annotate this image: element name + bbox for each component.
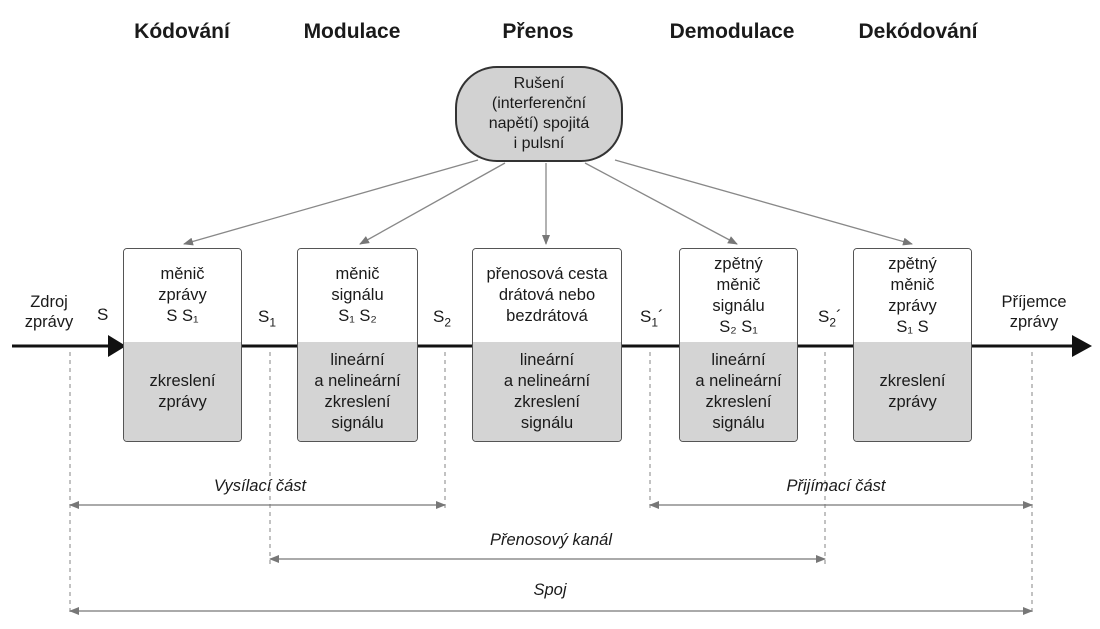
signal-s2-prime: S2´ — [818, 307, 842, 330]
block-top-label: měnič signálu S₁ S₂ — [331, 265, 384, 325]
block-reverse-message-converter: zpětný měnič zprávy S₁ S zkreslení zpráv… — [853, 248, 972, 442]
noise-arrow — [614, 159, 913, 246]
block-transmission-path: přenosová cesta drátová nebo bezdrátová … — [472, 248, 622, 442]
block-message-converter: měnič zprávy S S₁ zkreslení zprávy — [123, 248, 242, 442]
stage-title-transmission: Přenos — [502, 20, 574, 43]
block-top-label: zpětný měnič zprávy S₁ S — [888, 254, 937, 336]
signal-s1-prime: S1´ — [640, 307, 664, 330]
noise-arrow — [359, 162, 506, 245]
noise-arrow — [183, 159, 479, 246]
stage-title-decoding: Dekódování — [858, 20, 978, 43]
stage-title-demodulation: Demodulace — [669, 20, 795, 43]
block-top-label: přenosová cesta drátová nebo bezdrátová — [486, 265, 608, 325]
block-bottom-label: lineární a nelineární zkreslení signálu — [314, 350, 401, 432]
noise-source: Rušení (interferenční napětí) spojitá i … — [455, 66, 623, 162]
main-arrowhead — [1072, 335, 1092, 357]
noise-arrow — [584, 162, 738, 245]
signal-s2: S2 — [433, 307, 452, 330]
block-reverse-signal-converter: zpětný měnič signálu S₂ S₁ lineární a ne… — [679, 248, 798, 442]
stage-title-coding: Kódování — [134, 20, 230, 43]
source-arrowhead — [108, 335, 126, 357]
span-label-send: Vysílací část — [213, 477, 307, 495]
block-signal-converter: měnič signálu S₁ S₂ lineární a nelineárn… — [297, 248, 418, 442]
span-label-receive: Přijímací část — [786, 477, 886, 495]
span-label-channel: Přenosový kanál — [490, 531, 612, 549]
block-bottom-label: lineární a nelineární zkreslení signálu — [503, 350, 591, 432]
block-bottom-label: lineární a nelineární zkreslení signálu — [695, 350, 782, 432]
source-label: Zdroj zprávy — [24, 293, 74, 331]
block-bottom-label: zkreslení zprávy — [149, 371, 216, 411]
span-label-link: Spoj — [533, 581, 567, 599]
block-top-label: zpětný měnič signálu S₂ S₁ — [712, 254, 765, 336]
block-bottom-label: zkreslení zprávy — [879, 371, 946, 411]
signal-s: S — [97, 305, 109, 324]
stage-title-modulation: Modulace — [303, 20, 401, 43]
receiver-label: Příjemce zprávy — [1001, 293, 1067, 331]
block-top-label: měnič zprávy S S₁ — [158, 265, 207, 325]
noise-label: Rušení (interferenční napětí) spojitá i … — [488, 75, 590, 152]
signal-s1: S1 — [258, 307, 277, 330]
